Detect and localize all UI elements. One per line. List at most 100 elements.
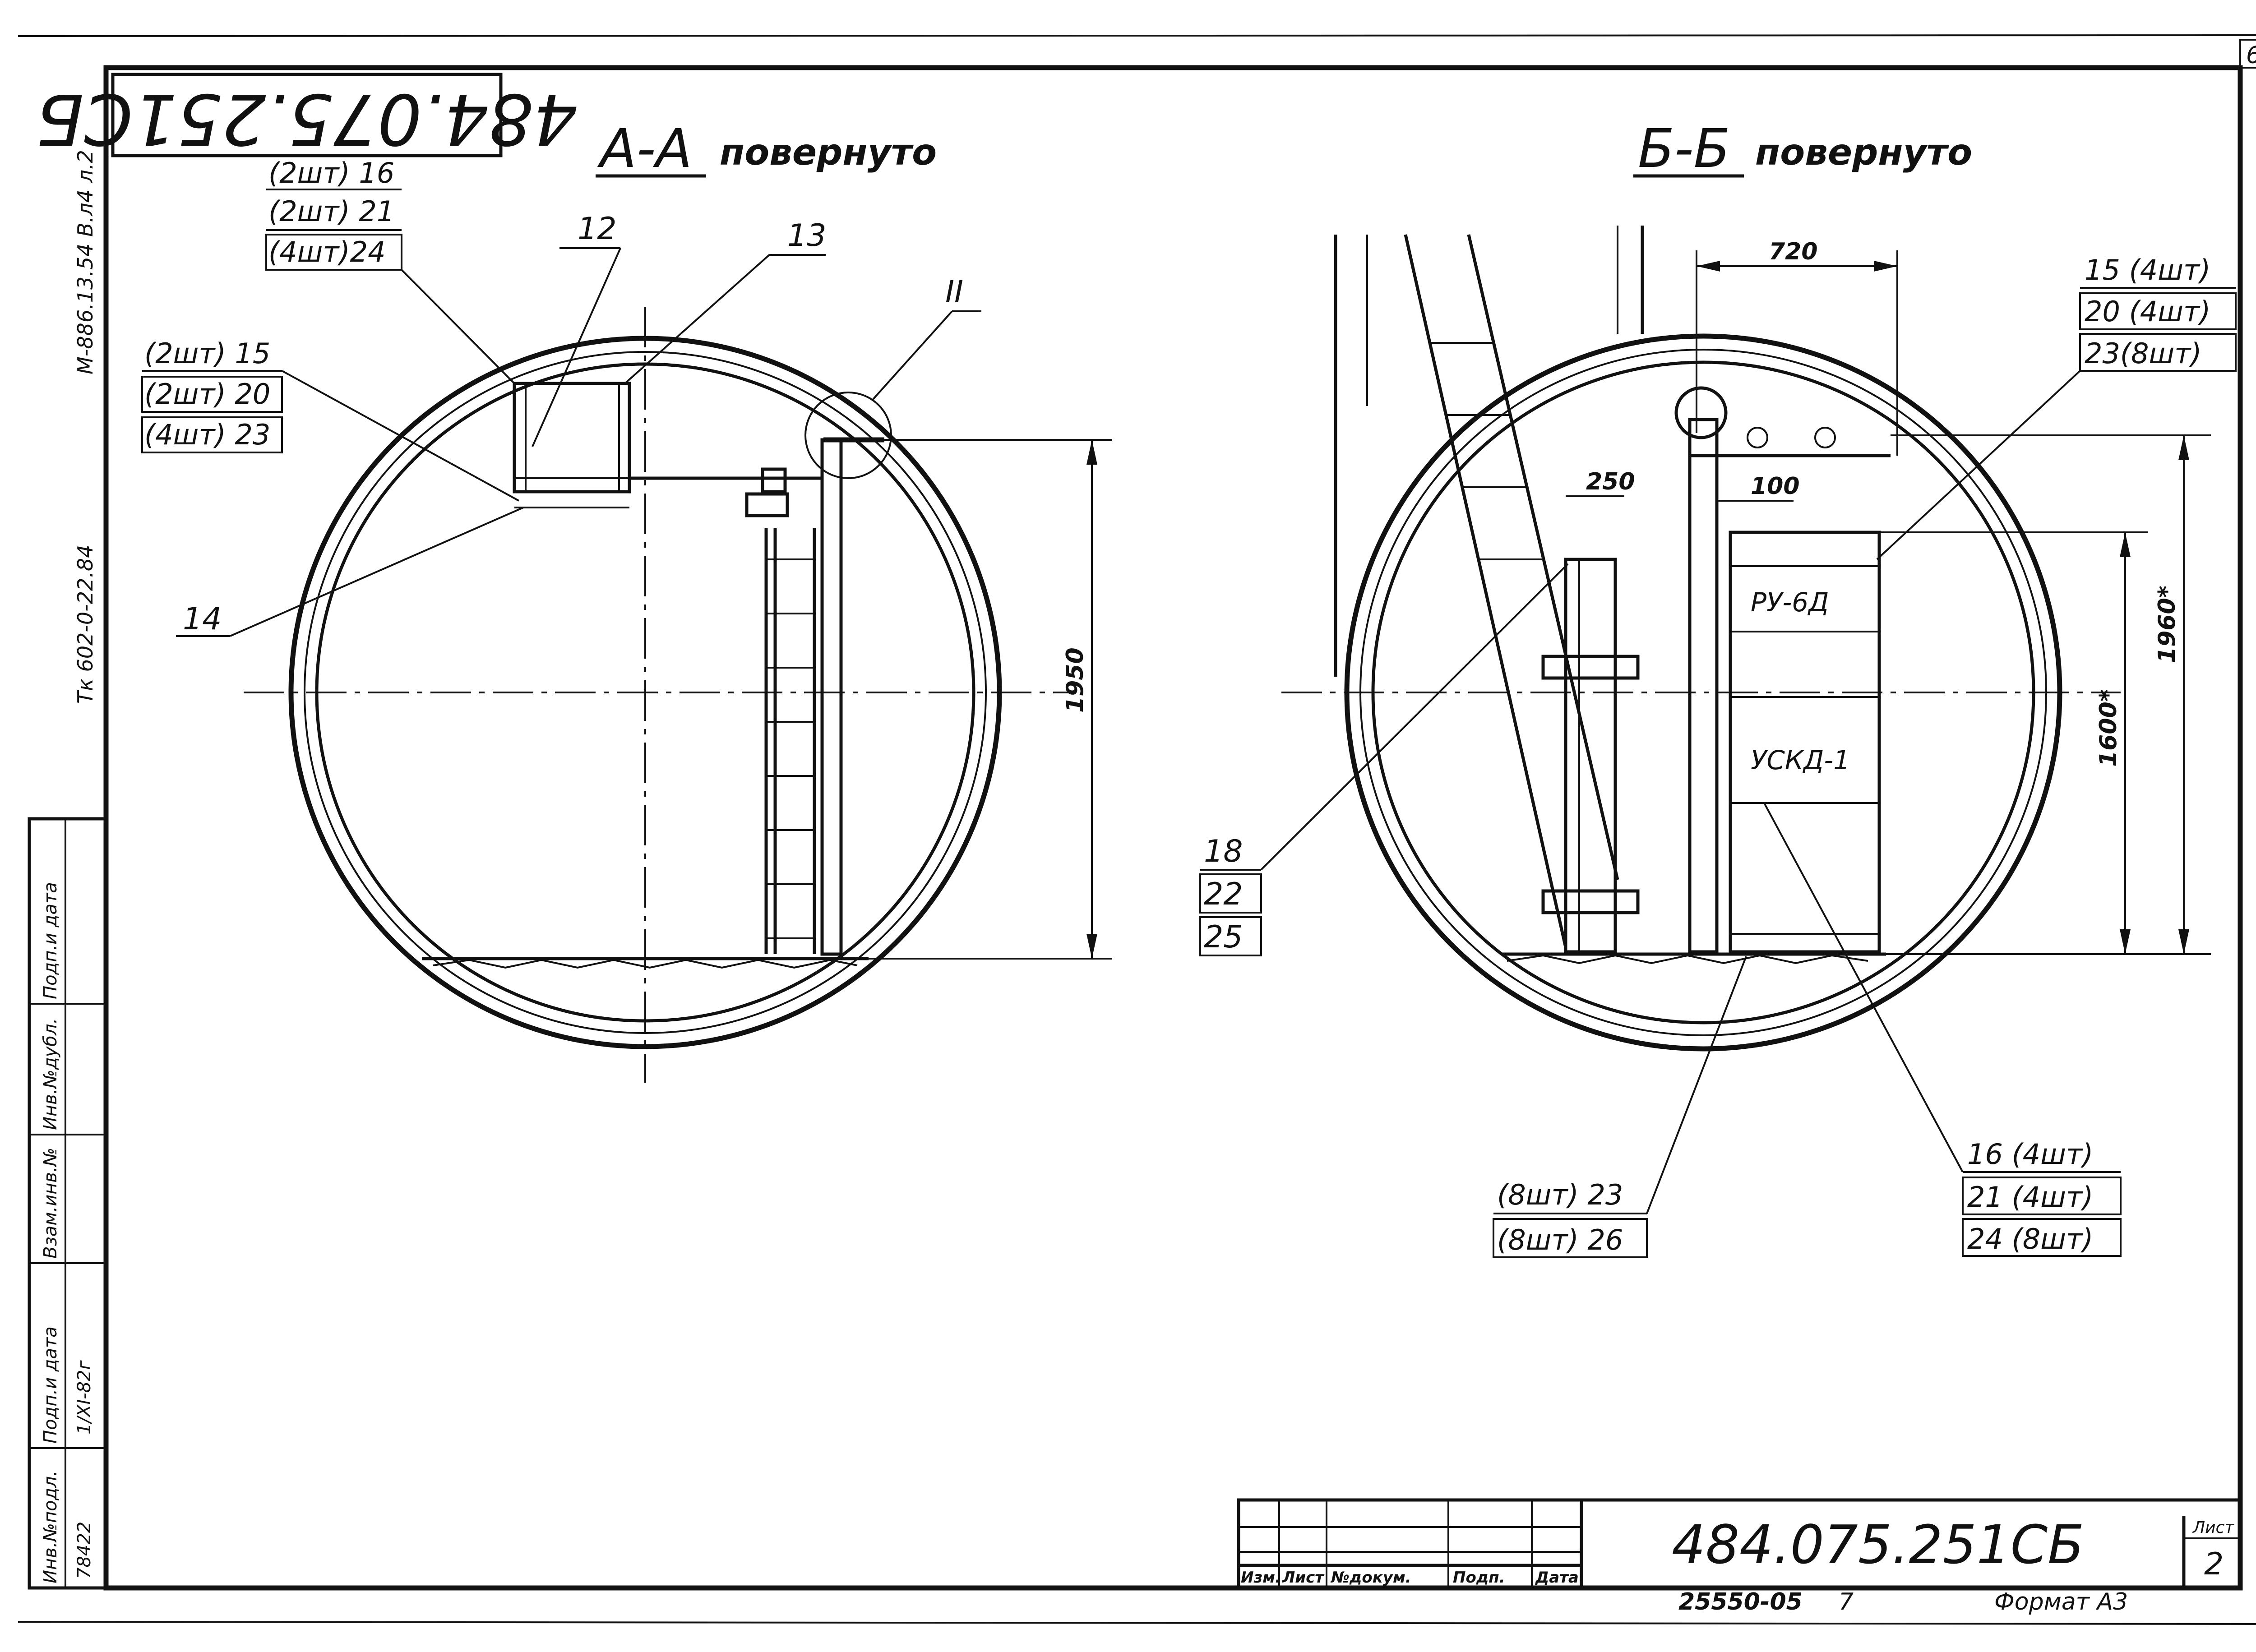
shelf-box <box>513 382 631 494</box>
tb-designation: 484.075.251СБ <box>1672 1514 2084 1576</box>
callout-line: (2шт) 21 <box>268 195 394 228</box>
view-b-title: Б-Б <box>1638 117 1730 180</box>
side-label-inv-dubl: Инв.№дубл. <box>40 1018 61 1130</box>
callout-group-15-20-23: (2шт) 15 (2шт) 20 (4шт) 23 <box>141 337 519 502</box>
view-a-floor-hatch <box>433 959 858 969</box>
side-label-podp-data-1: Подп.и дата <box>40 1326 61 1444</box>
callout-group-15-20-23-b: 15 (4шт) 20 (4шт) 23(8шт) <box>1876 254 2237 560</box>
callout-box <box>1493 1218 1648 1258</box>
ladder-rail-right <box>1467 234 1619 880</box>
dim-1950-arrow-bottom <box>1086 934 1097 959</box>
dim-720-label: 720 <box>1769 238 1818 265</box>
callout-line: 21 (4шт) <box>1967 1181 2093 1214</box>
callout-leader <box>1876 370 2081 560</box>
riser-valve <box>1674 386 1728 439</box>
rotated-stamp: 484.075.251СБ <box>36 73 578 160</box>
view-b-column-clamp-upper <box>1541 655 1640 680</box>
tb-sheet-label: Лист <box>2192 1518 2234 1537</box>
panel-label-ru6d: РУ-6Д <box>1751 587 1829 618</box>
side-table-frame <box>28 817 108 1590</box>
view-b-floor-hatch <box>1507 954 1868 964</box>
view-a-a: А-А повернуто <box>141 117 1112 1083</box>
callout-group-23-26: (8шт) 23 (8шт) 26 <box>1493 956 1747 1258</box>
rack-frame <box>1729 531 1881 954</box>
sheet-frame: 6 <box>18 34 2256 1625</box>
view-a-vertical-wall <box>820 438 843 956</box>
dim-1600-label: 1600* <box>2095 689 2122 767</box>
side-label-podp-data-2: Подп.и дата <box>40 882 61 999</box>
callout-line: 18 <box>1204 834 1243 869</box>
callout-group-16-21-24: 16 (4шт) 21 (4шт) 24 (8шт) <box>1763 803 2122 1257</box>
callout-line: 23(8шт) <box>2085 337 2202 370</box>
dim-1960-arrow-bottom <box>2178 929 2189 954</box>
callout-line: (2шт) 20 <box>144 378 270 411</box>
callout-line: 20 (4шт) <box>2085 295 2210 328</box>
tb-sheet-number: 2 <box>2204 1546 2224 1582</box>
panel-label-uskd1: УСКД-1 <box>1751 745 1850 775</box>
callout-box <box>2079 292 2237 330</box>
callout-leader <box>282 370 519 502</box>
dim-250-label: 250 <box>1586 468 1635 495</box>
detail-ii-mark: II <box>945 274 963 310</box>
callout-box <box>141 416 283 453</box>
riser-fitting <box>1747 427 1768 448</box>
dim-720-arrow-right <box>1874 261 1897 272</box>
riser-fitting <box>1814 427 1836 448</box>
callout-group-18-22-25: 18 22 25 <box>1199 563 1569 956</box>
stamp-text: 484.075.251СБ <box>36 78 578 160</box>
callout-line: 24 (8шт) <box>1967 1223 2093 1255</box>
callout-leader <box>1260 563 1569 871</box>
tb-header-izm: Изм. <box>1241 1569 1281 1587</box>
title-block-frame <box>1237 1498 2242 1590</box>
tb-format: Формат А3 <box>1994 1588 2128 1615</box>
side-approval-table: Инв.№подл. Подп.и дата Взам.инв.№ Инв.№д… <box>28 817 108 1590</box>
callout-line: (8шт) 26 <box>1497 1223 1623 1256</box>
callout-group-16-21-24: (2шт) 16 (2шт) 21 (4шт)24 <box>265 157 515 384</box>
callout-14-leader <box>230 507 524 637</box>
view-a-shelf-unit <box>513 382 884 517</box>
callout-line: (2шт) 15 <box>144 337 270 370</box>
tb-header-podp: Подп. <box>1453 1569 1505 1587</box>
top-scan-edge <box>18 34 2256 37</box>
sheet-corner-mark: 6 <box>2246 42 2256 69</box>
view-b-column <box>1564 558 1617 954</box>
dim-720-arrow-left <box>1697 261 1720 272</box>
ladder-rail-left <box>1404 234 1567 948</box>
dim-1960-label: 1960* <box>2154 586 2181 663</box>
callout-leader <box>401 269 515 384</box>
dim-1950-arrow-top <box>1086 440 1097 465</box>
callout-13-leader <box>624 254 770 384</box>
callout-leader <box>1646 956 1747 1214</box>
detail-ii-leader <box>872 310 953 400</box>
view-b-column-clamp-lower <box>1541 889 1640 914</box>
callout-13: 13 <box>787 218 827 254</box>
view-a-ladder <box>764 528 816 954</box>
view-a-shell-mid <box>304 351 987 1034</box>
tb-header-dokum: №докум. <box>1330 1569 1411 1587</box>
callout-line: (4шт) 23 <box>144 418 270 451</box>
callout-box <box>141 376 283 413</box>
dim-1960-arrow-top <box>2178 435 2189 460</box>
callout-line: (2шт) 16 <box>268 157 394 189</box>
callout-line: (4шт)24 <box>268 235 386 268</box>
shelf-bracket <box>745 492 789 517</box>
side-label-vzam-inv: Взам.инв.№ <box>40 1148 61 1259</box>
callout-box <box>1962 1218 2122 1257</box>
callout-12-leader <box>532 248 621 447</box>
callout-line: (8шт) 23 <box>1497 1178 1623 1211</box>
side-label-inv-podl: Инв.№подл. <box>40 1470 61 1583</box>
tb-header-list: Лист <box>1282 1569 1325 1587</box>
dim-1600-arrow-top <box>2120 532 2131 557</box>
callout-box <box>1199 916 1262 956</box>
callout-line: 22 <box>1204 877 1243 912</box>
view-b-inclined-ladder <box>1404 234 1619 948</box>
left-margin: М-886.13.54 В.л4 л.2 Тк 602-0-22.84 Инв.… <box>28 150 108 1590</box>
callout-box <box>1962 1177 2122 1215</box>
dim-1600-arrow-bottom <box>2120 929 2131 954</box>
view-b-equipment-rack: РУ-6Д УСКД-1 <box>1729 531 1881 954</box>
callout-line: 25 <box>1204 919 1243 955</box>
view-b-b: Б-Б повернуто <box>1199 117 2237 1258</box>
detail-ii-circle <box>804 392 892 479</box>
callout-line: 16 (4шт) <box>1967 1138 2093 1171</box>
callout-12: 12 <box>578 211 617 247</box>
